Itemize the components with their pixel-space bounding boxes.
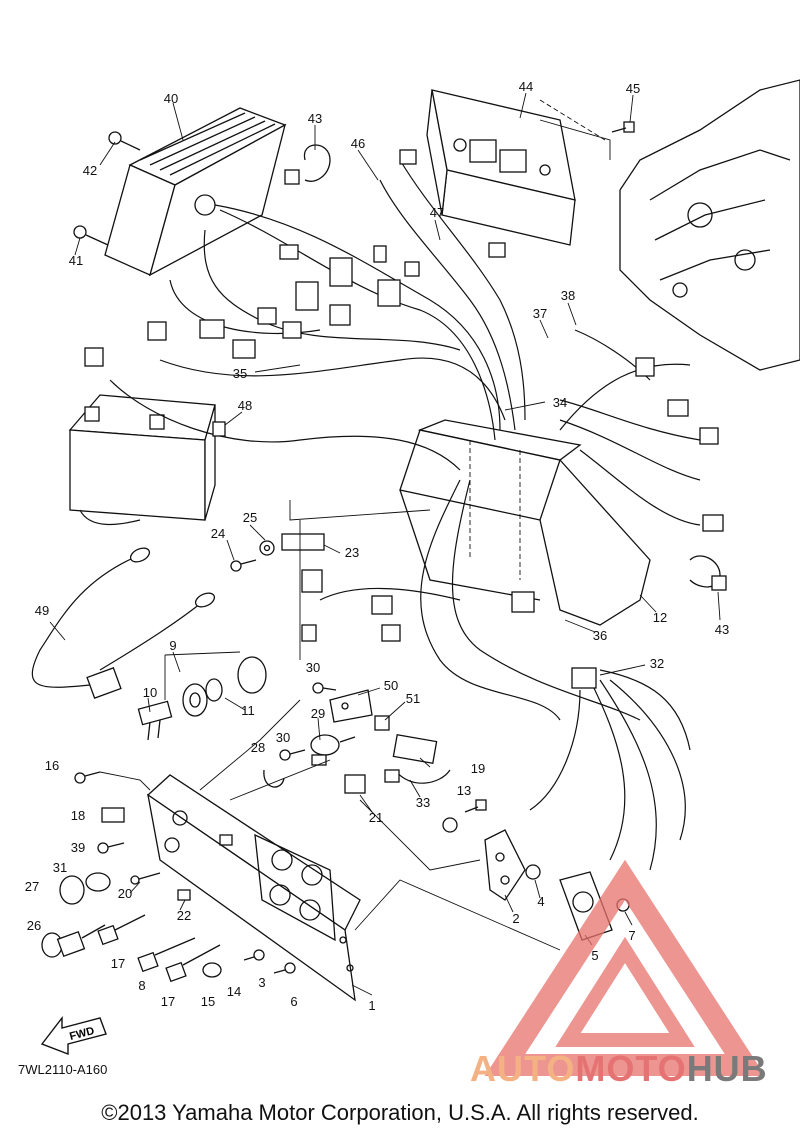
part-28-ring [263, 769, 285, 788]
part-24-25-fasteners [230, 540, 275, 572]
callout-25: 25 [243, 510, 257, 525]
callout-34: 34 [553, 395, 567, 410]
fwd-arrow-icon: FWD [40, 1015, 107, 1056]
callout-35: 35 [233, 366, 247, 381]
watermark-moto: MOTO [575, 1048, 687, 1089]
callout-43: 43 [308, 111, 322, 126]
callout-36: 36 [593, 628, 607, 643]
callout-51: 51 [406, 691, 420, 706]
callout-43-right: 43 [715, 622, 729, 637]
callout-8: 8 [138, 978, 145, 993]
part-9-breaker [164, 651, 267, 717]
part-1-control-panel [146, 774, 361, 1002]
callout-7: 7 [628, 928, 635, 943]
part-40-control-unit [73, 107, 287, 277]
callout-18: 18 [71, 808, 85, 823]
callout-37: 37 [533, 306, 547, 321]
callout-4: 4 [537, 894, 544, 909]
callout-21: 21 [369, 810, 383, 825]
callout-11: 11 [241, 703, 255, 718]
watermark-auto: AUTO [470, 1048, 576, 1089]
callout-23: 23 [345, 545, 359, 560]
watermark-brand: AUTOMOTOHUB [470, 1048, 768, 1090]
engine-block [619, 79, 800, 371]
callout-22: 22 [177, 908, 191, 923]
part-49-power-cord [31, 547, 216, 699]
callout-1: 1 [368, 998, 375, 1013]
battery [68, 394, 216, 526]
callout-14: 14 [227, 984, 241, 999]
callout-28: 28 [251, 740, 265, 755]
callout-41: 41 [69, 253, 83, 268]
panel-front-parts [41, 771, 296, 983]
callout-10: 10 [143, 685, 157, 700]
callout-29: 29 [311, 706, 325, 721]
callout-19: 19 [471, 761, 485, 776]
callout-44: 44 [519, 79, 533, 94]
callout-3: 3 [258, 975, 265, 990]
callout-32: 32 [650, 656, 664, 671]
callout-40: 40 [164, 91, 178, 106]
callout-33: 33 [416, 795, 430, 810]
callout-20: 20 [118, 886, 132, 901]
callout-48: 48 [238, 398, 252, 413]
callout-45: 45 [626, 81, 640, 96]
part-45-screw [611, 121, 635, 133]
callout-47: 47 [430, 205, 444, 220]
callout-24: 24 [211, 526, 225, 541]
callout-38: 38 [561, 288, 575, 303]
watermark-hub: HUB [686, 1048, 768, 1089]
drawing-code: 7WL2110-A160 [18, 1062, 108, 1077]
part-23-pad [281, 533, 325, 593]
callout-17-lower: 17 [161, 994, 175, 1009]
callout-13: 13 [457, 783, 471, 798]
callout-26: 26 [27, 918, 41, 933]
part-44-circuit-board [426, 89, 606, 246]
callout-labels: 40 44 45 43 46 42 47 41 38 37 35 34 48 2… [25, 79, 729, 1013]
copyright-notice: ©2013 Yamaha Motor Corporation, U.S.A. A… [101, 1100, 699, 1125]
callout-27: 27 [25, 879, 39, 894]
callout-2: 2 [512, 911, 519, 926]
callout-9: 9 [169, 638, 176, 653]
callout-42: 42 [83, 163, 97, 178]
part-2-receptacle [484, 829, 541, 901]
watermark-logo-icon [484, 859, 766, 1076]
callout-31: 31 [53, 860, 67, 875]
callout-50: 50 [384, 678, 398, 693]
callout-46: 46 [351, 136, 365, 151]
callout-30: 30 [306, 660, 320, 675]
callout-12: 12 [653, 610, 667, 625]
guide-lines [99, 119, 611, 951]
part-43-clamps [303, 144, 727, 591]
callout-30-lower: 30 [276, 730, 290, 745]
callout-16: 16 [45, 758, 59, 773]
callout-17: 17 [111, 956, 125, 971]
part-29-component [279, 734, 356, 766]
part-10-switch [137, 700, 173, 741]
callout-39: 39 [71, 840, 85, 855]
callout-6: 6 [290, 994, 297, 1009]
callout-5: 5 [591, 948, 598, 963]
connectors [84, 149, 724, 689]
callout-15: 15 [201, 994, 215, 1009]
part-13-screw [442, 799, 487, 833]
part-12-frame [399, 419, 651, 626]
part-19-module [384, 733, 451, 784]
leader-lines [49, 92, 721, 996]
part-21-connector [344, 774, 366, 794]
wire-harness [109, 159, 701, 871]
callout-49: 49 [35, 603, 49, 618]
